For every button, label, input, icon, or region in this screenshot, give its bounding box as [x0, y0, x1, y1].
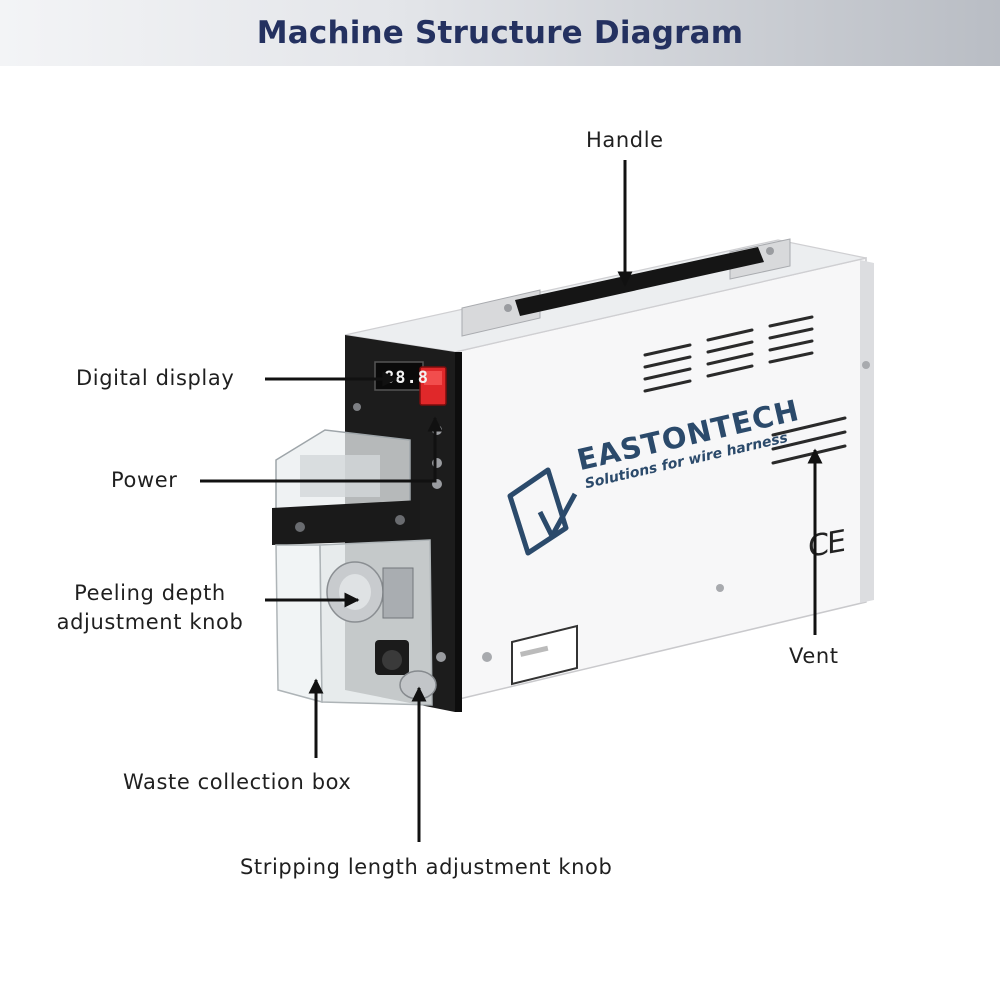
label-power: Power — [111, 468, 178, 492]
machine-rear-edge — [860, 260, 874, 603]
vent-slots — [643, 315, 847, 465]
label-stripping-length: Stripping length adjustment knob — [240, 855, 613, 879]
power-arrow — [200, 416, 443, 483]
label-peeling-depth-line2: adjustment knob — [56, 610, 244, 634]
label-peeling-depth: Peeling depth adjustment knob — [40, 579, 260, 637]
label-peeling-depth-line1: Peeling depth — [74, 581, 226, 605]
handle — [461, 238, 791, 337]
label-digital-display: Digital display — [76, 366, 235, 390]
eastontech-logo-mark — [507, 467, 578, 556]
header-bar — [0, 0, 1000, 66]
power-switch — [419, 366, 447, 406]
peeling-depth-knob — [326, 561, 414, 623]
transparent-cover — [275, 429, 411, 511]
label-waste-box: Waste collection box — [123, 770, 352, 794]
label-handle: Handle — [586, 128, 664, 152]
page-title: Machine Structure Diagram — [256, 15, 744, 51]
clamp-bar — [272, 500, 420, 545]
label-vent: Vent — [789, 644, 839, 668]
stripping-length-knob — [375, 640, 437, 700]
rating-plate — [511, 624, 578, 686]
